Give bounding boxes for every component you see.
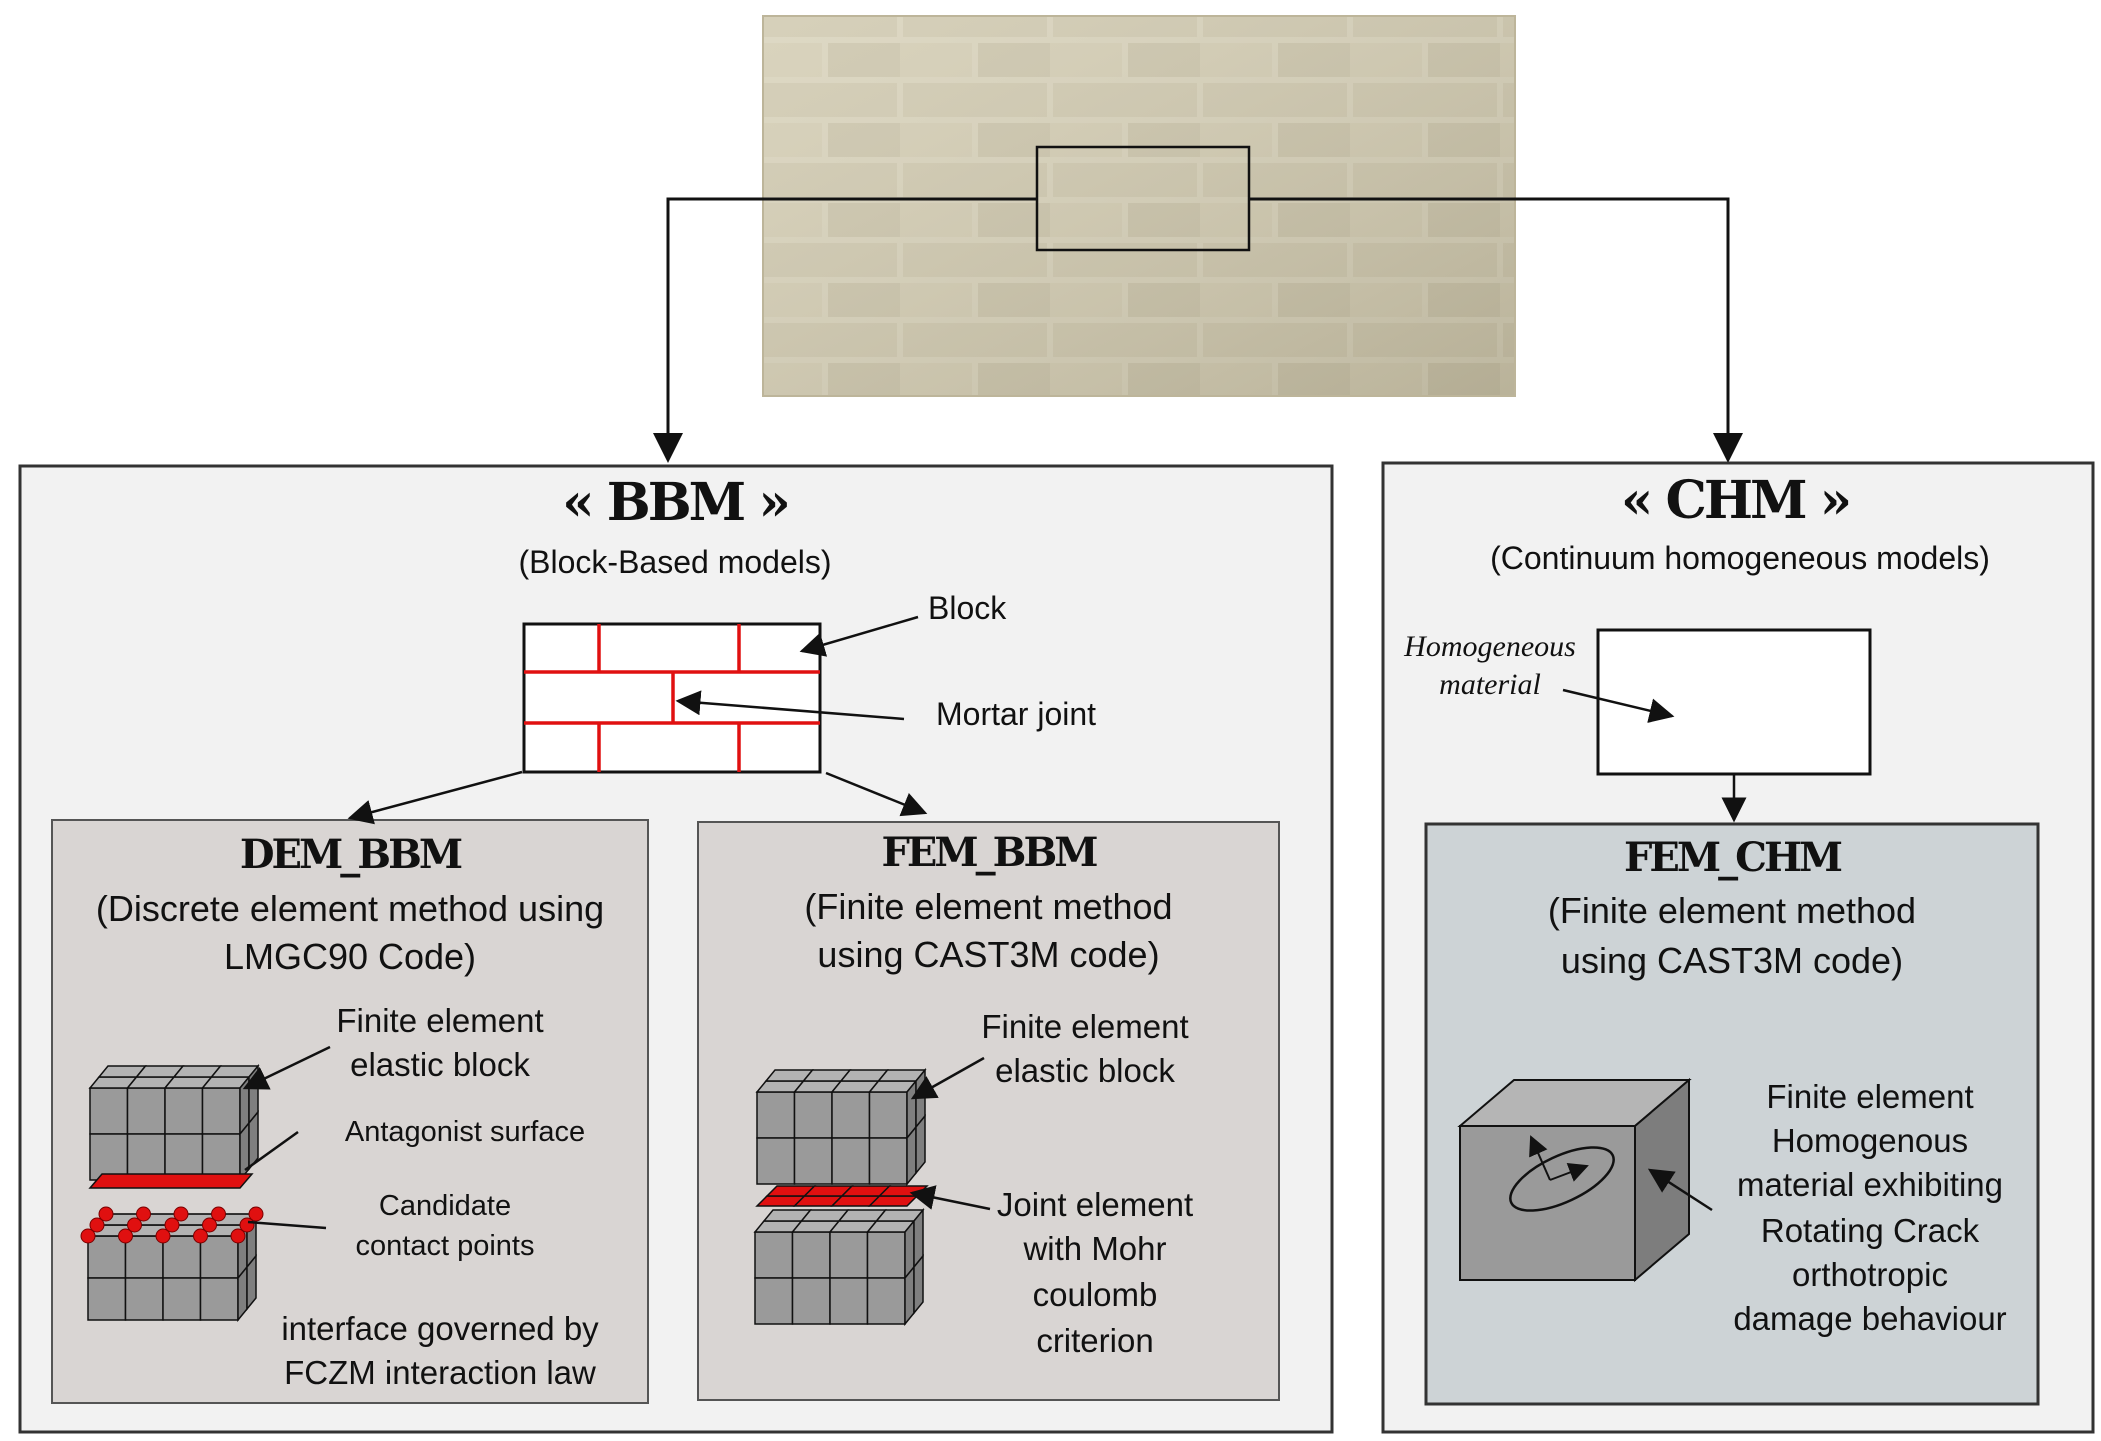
dem-candidate-contact-points [80,1206,264,1244]
dem-interface-line1: interface governed by [281,1310,599,1347]
dem-interface-line2: FCZM interaction law [284,1354,596,1391]
mortar-label: Mortar joint [936,696,1097,732]
fem-bbm-desc-line1: (Finite element method [804,886,1173,927]
fem-fe-label-line2: elastic block [995,1052,1175,1089]
block-pointer [799,615,919,657]
chm-behaviour-line5: orthotropic [1792,1256,1948,1293]
chm-subtitle: (Continuum homogeneous models) [1490,540,1990,576]
chm-behaviour-line6: damage behaviour [1733,1300,2007,1337]
dem-top-cube [88,1063,260,1183]
chm-behaviour-line1: Finite element [1766,1078,1974,1115]
fem-top-cube [755,1067,927,1187]
chm-behaviour-line2: Homogenous [1771,1122,1969,1159]
fem-bottom-cube [753,1207,925,1327]
chm-behaviour-pointer [1647,1168,1713,1212]
fem-fe-pointer [910,1056,985,1100]
fem-joint-label-line3: coulomb [1032,1276,1158,1313]
fem-joint-label-line2: with Mohr [1023,1230,1167,1267]
homogeneous-label-line2: material [1439,668,1541,701]
fem-joint-label-line1: Joint element [996,1186,1194,1223]
mortar-pointer [675,690,905,721]
chm-solid-cube [1457,1077,1692,1283]
fem-joint-pointer [909,1185,991,1211]
dem-fe-pointer [242,1045,331,1090]
dem-bbm-desc-line2: LMGC90 Code) [223,936,477,977]
dem-bbm-desc-line1: (Discrete element method using [95,888,605,929]
dem-antagonist-surface [88,1173,254,1189]
masonry-wall-photo [762,15,1516,397]
bbm-title: « BBM » [562,472,791,533]
arrow-to-fem-bbm [825,771,928,817]
brick-schematic [522,622,822,774]
homogeneous-rect [1596,628,1872,776]
dem-bbm-title: DEM_BBM [239,831,463,878]
chm-behaviour-line4: Rotating Crack [1760,1212,1980,1249]
homogeneous-pointer [1562,688,1675,723]
dem-candidate-label-line1: Candidate [378,1190,512,1222]
block-label: Block [928,590,1007,626]
dem-antagonist-label: Antagonist surface [344,1116,586,1148]
homogeneous-label-line1: Homogeneous [1404,630,1576,663]
fem-bbm-title: FEM_BBM [881,829,1098,876]
dem-candidate-label-line2: contact points [355,1230,535,1262]
fem-chm-desc-line1: (Finite element method [1547,890,1917,931]
dem-fe-label-line1: Finite element [336,1002,544,1039]
arrow-to-bbm [653,197,1037,463]
fem-joint-label-line4: criterion [1036,1322,1154,1359]
fem-bbm-desc-line2: using CAST3M code) [817,934,1160,975]
dem-fe-label-line2: elastic block [350,1046,530,1083]
arrow-to-dem [347,770,523,825]
bbm-subtitle: (Block-Based models) [518,544,832,580]
chm-title: « CHM » [1620,470,1852,531]
dem-antagonist-pointer [244,1130,299,1172]
fem-chm-title: FEM_CHM [1623,834,1843,881]
fem-joint-element [755,1185,929,1207]
dem-candidate-pointer [247,1220,327,1230]
fem-fe-label-line1: Finite element [981,1008,1189,1045]
arrow-to-chm [1249,197,1743,463]
chm-behaviour-line3: material exhibiting [1737,1166,2003,1203]
fem-chm-desc-line2: using CAST3M code) [1560,940,1904,981]
